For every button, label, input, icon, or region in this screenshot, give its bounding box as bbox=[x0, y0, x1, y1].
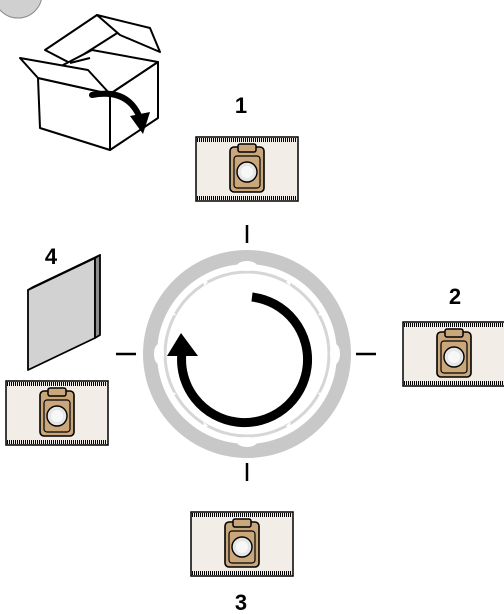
corner-badge bbox=[0, 0, 42, 19]
dust-bag-card-3 bbox=[189, 510, 295, 578]
rotate-clockwise-icon bbox=[167, 292, 313, 428]
connector-lines bbox=[116, 225, 376, 481]
step-label-3: 3 bbox=[235, 590, 247, 614]
filter-panel-icon bbox=[27, 254, 101, 371]
dust-bag-card-1 bbox=[194, 135, 300, 203]
downward-curved-arrow-icon bbox=[89, 90, 150, 134]
step-label-4: 4 bbox=[45, 244, 58, 269]
step-label-2: 2 bbox=[449, 284, 461, 309]
open-cardboard-box-icon bbox=[19, 14, 161, 151]
step-label-1: 1 bbox=[235, 93, 247, 118]
dust-bag-card-2 bbox=[401, 320, 504, 388]
dust-bag-card-4 bbox=[4, 379, 110, 447]
